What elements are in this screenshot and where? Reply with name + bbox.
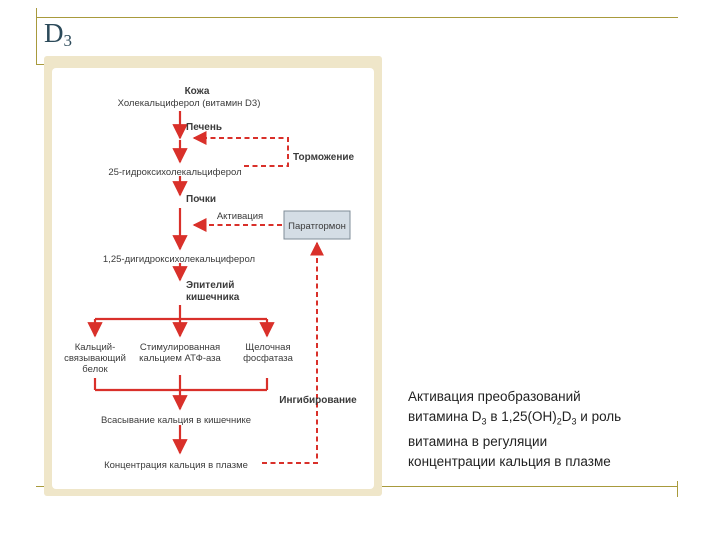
node-liver: Печень [186, 122, 222, 133]
label-inhibition: Торможение [293, 152, 355, 163]
node-atpase-line2: кальцием АТФ-аза [139, 353, 221, 364]
node-ca-protein-line2: связывающий [64, 353, 126, 364]
node-alk-phos-line1: Щелочная [245, 342, 290, 353]
left-accent-line [36, 8, 37, 65]
node-cholecalciferol: Холекальциферол (витамин D3) [118, 98, 261, 109]
caption-line-2: витамина D3 в 1,25(OH)2D3 и роль [408, 409, 622, 427]
parathormone-box [283, 210, 351, 240]
node-ca-protein-line1: Кальций- [75, 342, 116, 353]
node-kidneys: Почки [186, 194, 216, 205]
node-alk-phos-line2: фосфатаза [243, 353, 294, 364]
node-skin: Кожа [185, 86, 210, 97]
node-absorption: Всасывание кальция в кишечнике [101, 415, 251, 426]
node-atpase-line1: Стимулированная [140, 342, 220, 353]
right-accent-line [677, 481, 678, 497]
caption-line-4: концентрации кальция в плазме [408, 453, 611, 469]
figure-caption: Активация преобразований витамина D3 в 1… [408, 387, 708, 472]
node-epithelium-line2: кишечника [186, 292, 240, 303]
top-accent-line [36, 17, 678, 18]
node-dihydroxy125: 1,25-дигидроксихолекальциферол [103, 254, 255, 265]
feedback-inhibition-arrow [192, 131, 289, 167]
caption-line-1: Активация преобразований [408, 389, 581, 404]
node-parathormone: Паратгормон [288, 221, 346, 232]
feedback-plasma-to-parathormone [262, 241, 324, 464]
label-inhibiting: Ингибирование [279, 394, 357, 406]
label-activation: Активация [217, 211, 263, 222]
slide-title: D3 [44, 18, 72, 50]
node-plasma-concentration: Концентрация кальция в плазме [104, 460, 248, 471]
caption-line-3: витамина в регуляции [408, 433, 548, 449]
node-epithelium-line1: Эпителий [186, 280, 234, 291]
node-ca-protein-line3: белок [82, 364, 108, 375]
node-hydroxy25: 25-гидроксихолекальциферол [108, 167, 241, 178]
